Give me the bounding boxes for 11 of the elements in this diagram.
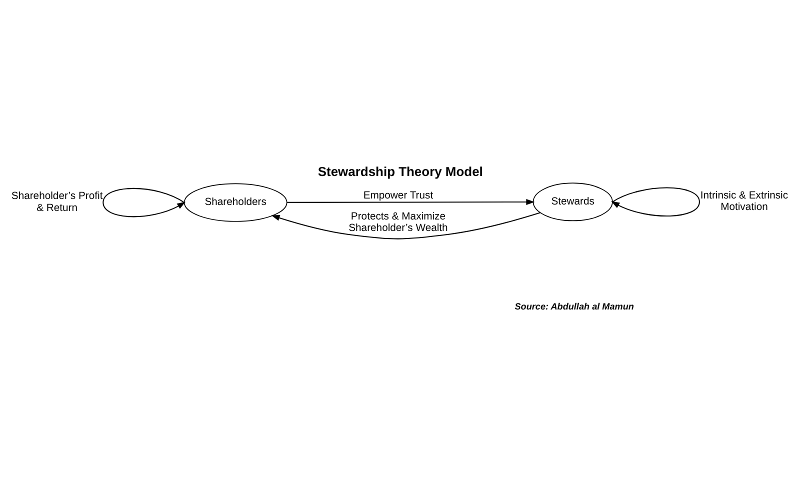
arrow [102, 187, 186, 217]
edge-label: Intrinsic & Extrinsic Motivation [700, 190, 788, 213]
arrow [271, 212, 540, 239]
diagram-title: Stewardship Theory Model [318, 163, 483, 178]
node-ellipse: Stewards [532, 182, 613, 221]
label: Source: Abdullah al Mamun [514, 300, 634, 311]
edge-label: Shareholder’s Profit & Return [11, 190, 103, 214]
arrow [286, 198, 535, 204]
edge-label: Empower Trust [363, 190, 434, 202]
arrow [611, 186, 700, 216]
edge-label: Protects & Maximize Shareholder’s Wealth [348, 210, 448, 234]
